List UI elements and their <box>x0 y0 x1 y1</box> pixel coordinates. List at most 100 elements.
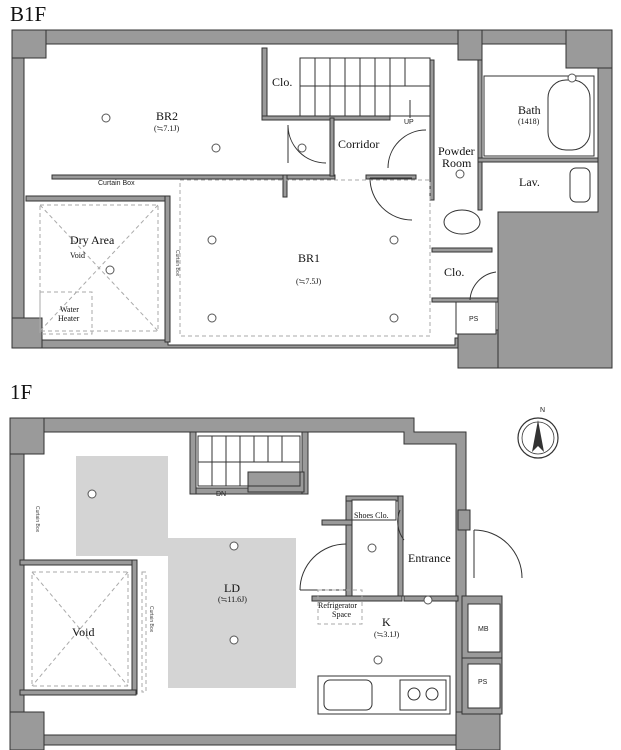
refrigerator-label-1: Refrigerator <box>318 601 357 610</box>
ceiling-light <box>211 143 221 153</box>
mb-box <box>467 603 501 653</box>
b1-wall-segment <box>282 174 288 198</box>
ceiling-light <box>101 113 111 123</box>
b1-column-br <box>457 329 499 369</box>
b1-wall-segment <box>164 195 171 343</box>
b1-column-mid <box>457 29 483 61</box>
room-size-k: (≒3.1J) <box>374 630 399 639</box>
mb-label: MB <box>478 626 489 633</box>
shoes-cabinet <box>351 499 397 521</box>
b1-wall-segment <box>429 59 435 201</box>
ceiling-light <box>389 313 399 323</box>
f1-wall-segment <box>19 689 137 696</box>
room-label-corridor: Corridor <box>338 137 379 151</box>
compass-needle-icon <box>532 420 544 452</box>
b1-wall-segment <box>25 195 167 202</box>
f1-column-mid <box>457 509 471 531</box>
curtain-box-line <box>141 571 147 693</box>
refrigerator-label-2: Space <box>332 610 352 619</box>
floor-label-1f: 1F <box>10 380 33 404</box>
f1-wall-segment <box>247 471 305 493</box>
room-label-shoes-clo: Shoes Clo. <box>354 511 389 520</box>
bathtub <box>547 79 591 151</box>
water-heater <box>39 291 93 335</box>
cooktop <box>399 679 447 711</box>
room-label-bath: Bath <box>518 103 541 117</box>
b1-wall-segment <box>477 157 599 163</box>
burner <box>425 687 439 701</box>
ps-box <box>455 301 497 335</box>
ceiling-light <box>455 169 465 179</box>
room-label-lav: Lav. <box>519 175 540 189</box>
ceiling-light <box>367 543 377 553</box>
b1-wall-segment <box>51 174 288 180</box>
ceiling-light <box>207 235 217 245</box>
room-label-br2: BR2 <box>156 109 178 123</box>
water-heater-label-2: Heater <box>58 314 80 323</box>
f1-wall-segment <box>311 595 403 602</box>
b1-wall-segment <box>329 117 335 177</box>
f1-wall-segment <box>345 495 353 597</box>
floor-label-b1: B1F <box>10 2 47 26</box>
b1-wall-segment <box>477 59 483 211</box>
b1-column-tr <box>565 29 613 69</box>
curtain-box-vertical-label: Curtain Box <box>148 606 154 633</box>
water-heater-label-1: Water <box>60 305 79 314</box>
b1-wall-segment <box>431 247 493 253</box>
curtain-box-label: Curtain Box <box>34 506 40 533</box>
b1-fixtures <box>39 75 595 337</box>
b1-wall-segment <box>431 297 499 303</box>
ceiling-light <box>373 655 383 665</box>
b1-wall-segment <box>261 47 268 119</box>
room-size-bath: (1418) <box>518 117 540 126</box>
f1-lights <box>87 489 433 665</box>
room-label-entrance: Entrance <box>408 551 451 565</box>
f1-wall-segment <box>131 559 138 695</box>
stairs-up-label: UP <box>404 119 414 126</box>
ps-label: PS <box>469 316 479 323</box>
ps-label: PS <box>478 679 488 686</box>
lavatory-sink <box>569 167 591 203</box>
refrigerator-space <box>317 589 363 625</box>
f1-stairs <box>197 435 301 487</box>
toilet <box>443 209 481 235</box>
room-label-br1: BR1 <box>298 251 320 265</box>
burner <box>407 687 421 701</box>
f1-doors <box>299 509 523 591</box>
f1-wall-segment <box>19 559 137 566</box>
room-label-dry-area: Dry Area <box>70 233 115 247</box>
room-size-br2: (≒7.1J) <box>154 124 179 133</box>
ceiling-light <box>389 235 399 245</box>
void-label: Void <box>70 251 85 260</box>
f1-fixtures <box>31 499 501 715</box>
ceiling-light <box>105 265 115 275</box>
room-label-room: Room <box>442 156 472 170</box>
f1-wall-segment <box>321 519 353 526</box>
f1-column-tl <box>9 417 45 455</box>
b1-wall-segment <box>261 115 391 121</box>
ceiling-light <box>87 489 97 499</box>
ceiling-light <box>423 595 433 605</box>
void-label: Void <box>72 625 94 639</box>
b1-wall-segment <box>365 174 417 180</box>
room-size-ld: (≒11.6J) <box>218 595 247 604</box>
room-label-ld: LD <box>224 581 240 595</box>
ps-box <box>467 663 501 709</box>
room-label-clo: Clo. <box>272 75 292 89</box>
north-compass <box>517 417 559 459</box>
room-size-br1: (≒7.5J) <box>296 277 321 286</box>
dry-area-grate <box>39 204 159 332</box>
b1-column-bl <box>11 317 43 349</box>
b1-doors <box>287 124 497 301</box>
ceiling-light <box>297 143 307 153</box>
kitchen-sink <box>323 679 373 711</box>
b1-lights <box>101 73 577 323</box>
ceiling-light <box>207 313 217 323</box>
ld-floor-area <box>168 538 296 688</box>
ceiling-light <box>567 73 577 83</box>
ceiling-light <box>229 635 239 645</box>
b1-walls <box>11 29 613 369</box>
f1-wall-segment <box>301 431 309 495</box>
room-label-clo-right: Clo. <box>444 265 464 279</box>
